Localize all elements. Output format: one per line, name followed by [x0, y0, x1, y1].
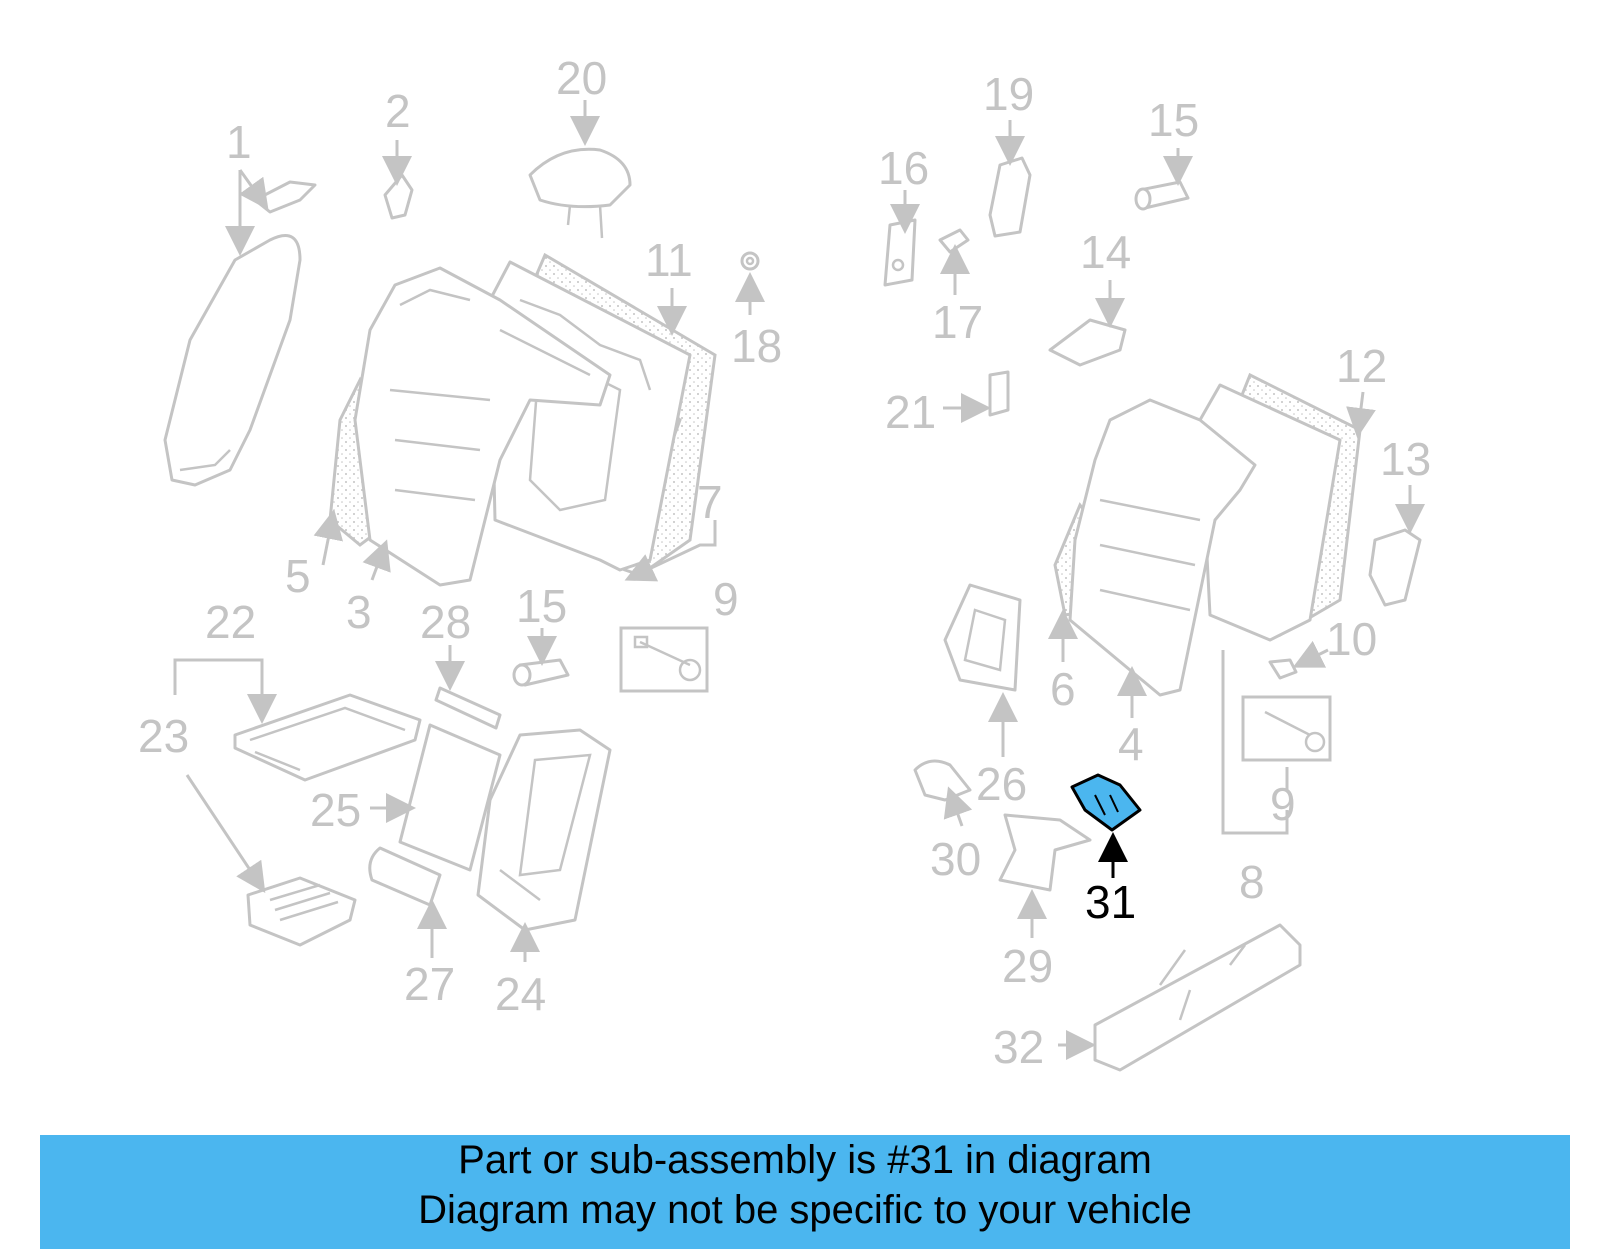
callout-7: 7	[697, 476, 723, 528]
part-26-frame	[943, 583, 1022, 692]
callout-1: 1	[226, 116, 252, 168]
callout-3: 3	[346, 586, 372, 638]
callout-23: 23	[138, 710, 189, 762]
part-20-headrest	[528, 147, 632, 239]
part-info-line: Part or sub-assembly is #31 in diagram	[458, 1138, 1152, 1182]
part-14-latch	[1048, 318, 1127, 367]
callout-27: 27	[404, 958, 455, 1010]
callout-15-left: 15	[516, 580, 567, 632]
part-15-pin-right	[1134, 180, 1190, 211]
callout-21: 21	[885, 386, 936, 438]
callout-19: 19	[983, 68, 1034, 120]
disclaimer-line: Diagram may not be specific to your vehi…	[418, 1188, 1192, 1232]
callout-10: 10	[1326, 613, 1377, 665]
part-19-trim	[988, 156, 1032, 238]
part-30-cover	[913, 759, 972, 802]
part-1-armrest	[163, 180, 317, 487]
part-22-cushion	[233, 693, 422, 782]
part-10-clip	[1268, 658, 1298, 680]
callout-labels: 1 2 3 4 5 6 7 8 9 9 10 11 12 13 14 15 15…	[138, 52, 1431, 1073]
callout-31: 31	[1085, 876, 1136, 928]
callout-32: 32	[993, 1021, 1044, 1073]
leader-lines	[173, 100, 1425, 1060]
callout-14: 14	[1080, 226, 1131, 278]
part-info-banner: Part or sub-assembly is #31 in diagram D…	[40, 1135, 1570, 1249]
part-13-trim	[1368, 528, 1422, 607]
callout-13: 13	[1380, 433, 1431, 485]
callout-15-right: 15	[1148, 94, 1199, 146]
part-28-strip	[434, 686, 502, 730]
callout-30: 30	[930, 833, 981, 885]
part-31-highlighted[interactable]	[1070, 773, 1142, 832]
part-3-back-cover	[328, 266, 612, 587]
callout-9-left: 9	[713, 573, 739, 625]
callout-25: 25	[310, 784, 361, 836]
part-29-bracket	[998, 813, 1092, 892]
part-24-side-frame	[476, 728, 612, 932]
callout-22: 22	[205, 596, 256, 648]
callout-20: 20	[556, 52, 607, 104]
part-27-pad	[368, 846, 442, 907]
callout-11: 11	[645, 234, 693, 286]
callout-28: 28	[420, 596, 471, 648]
callout-12: 12	[1336, 340, 1387, 392]
part-21-pin	[988, 370, 1010, 417]
callout-16: 16	[878, 142, 929, 194]
part-16-bracket	[883, 218, 917, 287]
part-32-trim-strip	[1093, 923, 1302, 1072]
callout-2: 2	[385, 85, 411, 137]
callout-4: 4	[1118, 718, 1144, 770]
part-2-clip	[383, 173, 414, 220]
part-9-box-left	[619, 626, 709, 693]
callout-24: 24	[495, 968, 546, 1020]
callout-29: 29	[1002, 940, 1053, 992]
callout-18: 18	[731, 320, 782, 372]
callout-6: 6	[1050, 663, 1076, 715]
callout-17: 17	[932, 296, 983, 348]
part-9-box-right	[1241, 695, 1332, 762]
part-17-bolt	[938, 228, 970, 254]
part-23-frame	[246, 876, 357, 947]
part-4-back-cover	[1053, 398, 1257, 697]
part-15-pin-left	[512, 658, 570, 687]
callout-5: 5	[285, 550, 311, 602]
part-18-cap	[740, 251, 760, 271]
callout-9-right: 9	[1270, 778, 1296, 830]
callout-26: 26	[976, 758, 1027, 810]
callout-8: 8	[1239, 856, 1265, 908]
